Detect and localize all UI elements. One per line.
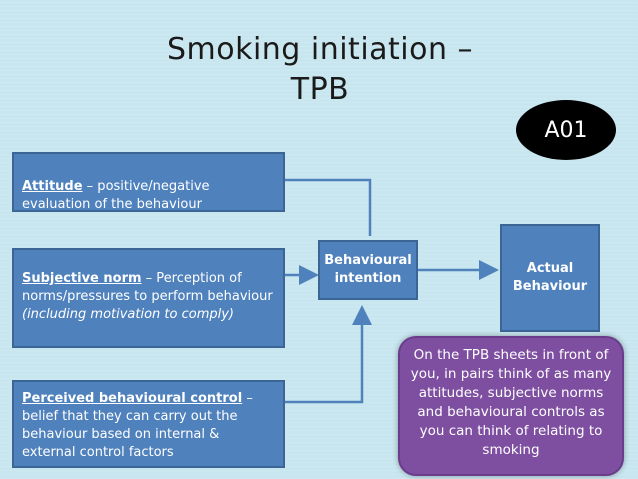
a01-badge: A01 (516, 100, 616, 160)
actual-behaviour-label: Actual Behaviour (512, 261, 588, 294)
subjective-norm-box: Subjective norm – Perception of norms/pr… (12, 248, 285, 348)
attitude-desc: – positive/negative evaluation of the be… (22, 179, 210, 212)
title-line-1: Smoking initiation – (166, 32, 474, 67)
perceived-control-term: Perceived behavioural control (22, 391, 243, 406)
attitude-box: Attitude – positive/negative evaluation … (12, 152, 285, 212)
activity-note: On the TPB sheets in front of you, in pa… (398, 336, 624, 476)
attitude-term: Attitude (22, 179, 83, 194)
subjective-norm-term: Subjective norm (22, 271, 142, 286)
slide-title: Smoking initiation – TPB (120, 30, 520, 110)
actual-behaviour-box: Actual Behaviour (500, 224, 600, 332)
behavioural-intention-box: Behavioural intention (318, 240, 418, 300)
perceived-control-box: Perceived behavioural control – belief t… (12, 380, 285, 468)
arrow-control-to-intention (285, 305, 372, 404)
subjective-norm-desc: – Perception of norms/pressures to perfo… (22, 271, 273, 304)
behavioural-intention-label: Behavioural intention (324, 253, 412, 286)
arrow-attitude-to-intention (285, 178, 372, 236)
perceived-control-desc: – belief that they can carry out the beh… (22, 391, 253, 460)
title-line-2: TPB (290, 72, 350, 107)
activity-note-text: On the TPB sheets in front of you, in pa… (410, 347, 612, 458)
subjective-norm-italic: (including motivation to comply) (22, 307, 235, 322)
